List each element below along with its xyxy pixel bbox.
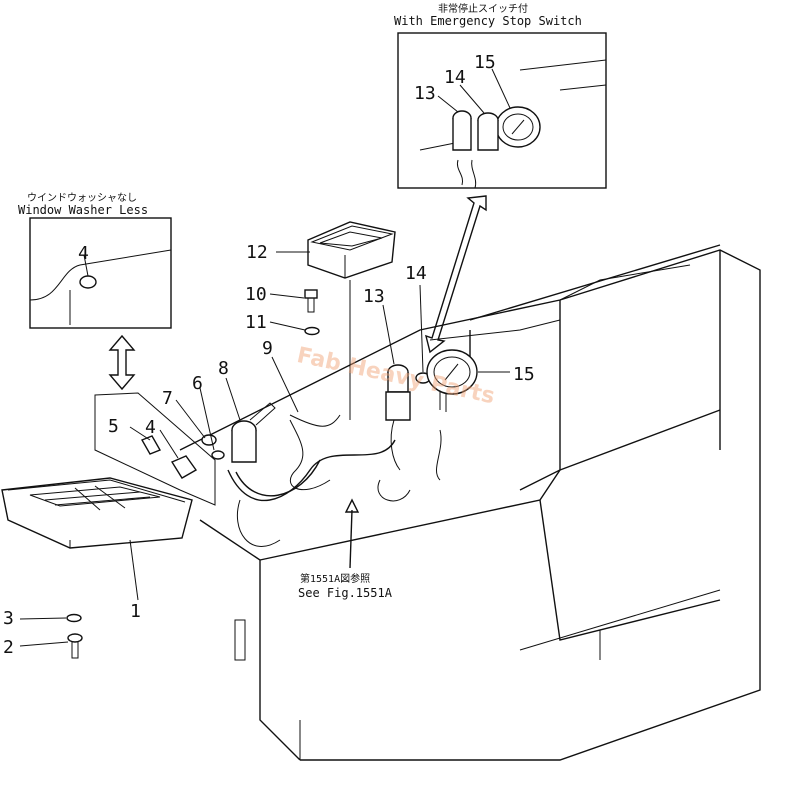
- part-15-gauge: [426, 349, 478, 481]
- inset-window-washer: [29, 217, 172, 329]
- part-8-key-switch: [201, 402, 276, 463]
- reference-text: See Fig.1551A: [298, 586, 393, 600]
- callout-12: 12: [246, 242, 268, 263]
- callout-13: 13: [363, 286, 385, 307]
- part-12-box: [307, 221, 396, 420]
- arrow-window-washer: [108, 334, 136, 391]
- callout-15: 15: [513, 364, 535, 385]
- callout-3: 3: [3, 608, 14, 629]
- callout-10: 10: [245, 284, 267, 305]
- console-structure: [179, 244, 761, 761]
- callout-4: 4: [145, 417, 156, 438]
- callout-14: 14: [405, 263, 427, 284]
- arrow-emergency-stop: [425, 195, 487, 354]
- callout-2: 2: [3, 637, 14, 658]
- callout-7: 7: [162, 388, 173, 409]
- part-11-washer: [304, 326, 320, 336]
- callout-5: 5: [108, 416, 119, 437]
- inset-washer-jp: ウインドウォッシャなし: [27, 192, 137, 204]
- callout-4-inset: 4: [78, 243, 89, 264]
- captions: 非常停止スイッチ付 With Emergency Stop Switch ウイン…: [18, 2, 582, 600]
- callout-15-inset: 15: [474, 52, 496, 73]
- callout-13-inset: 13: [414, 83, 436, 104]
- part-13-stop-switch: [385, 364, 411, 471]
- callouts: 1 2 3 4 4 5 6 7 8 9 10 11 12 13 13 14 14…: [3, 52, 535, 658]
- inset-emergency-title: With Emergency Stop Switch: [394, 14, 582, 28]
- callout-6: 6: [192, 373, 203, 394]
- arrow-see-fig: [344, 498, 360, 569]
- part-9-harness: [227, 414, 411, 547]
- callout-11: 11: [245, 312, 267, 333]
- inset-emergency-stop: [397, 32, 607, 189]
- callout-1: 1: [130, 601, 141, 622]
- reference-jp: 第1551A図参照: [300, 572, 370, 585]
- part-10-bolt: [304, 289, 318, 313]
- callout-14-inset: 14: [444, 67, 466, 88]
- leader-lines: [19, 68, 511, 647]
- inset-washer-title: Window Washer Less: [18, 203, 148, 217]
- part-4-5-switches: [94, 392, 216, 506]
- callout-8: 8: [218, 358, 229, 379]
- part-2-bolt: [67, 633, 83, 659]
- inset-emergency-jp: 非常停止スイッチ付: [438, 2, 528, 15]
- part-3-washer: [66, 613, 82, 623]
- part-1-front-panel: [1, 477, 193, 549]
- callout-9: 9: [262, 338, 273, 359]
